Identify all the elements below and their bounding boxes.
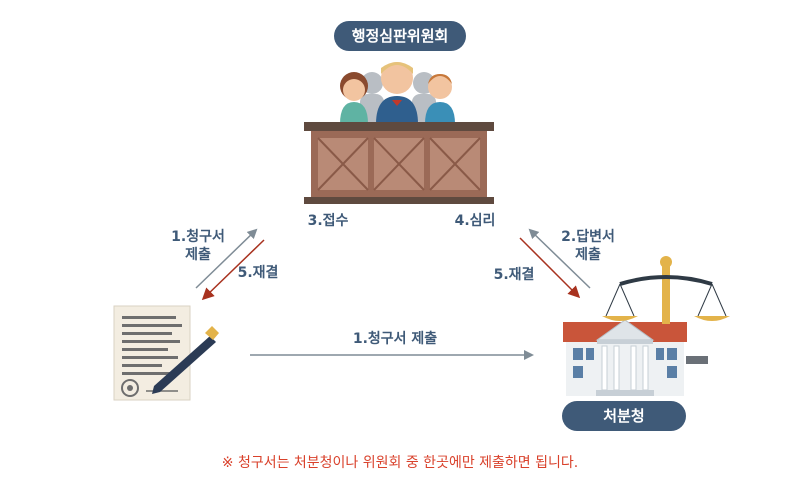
label-ruling-right: 5.재결 xyxy=(493,267,535,283)
label-submit-left-line2: 제출 xyxy=(185,247,211,263)
scales-icon xyxy=(602,256,730,324)
label-answer-line2: 제출 xyxy=(575,247,601,263)
label-receive: 3.접수 xyxy=(307,213,349,229)
arrow-submit-left xyxy=(195,228,258,289)
label-submit-left-line1: 1.청구서 xyxy=(171,229,225,245)
government-building-icon xyxy=(563,319,708,396)
agency-badge: 처분청 xyxy=(562,401,686,431)
arrow-answer-right xyxy=(528,228,591,289)
label-answer: 2.답변서 제출 xyxy=(548,228,628,264)
label-ruling-left: 5.재결 xyxy=(237,265,279,281)
label-review: 4.심리 xyxy=(454,213,496,229)
committee-members-icon xyxy=(340,62,455,124)
label-submit-middle: 1.청구서 제출 xyxy=(352,331,438,347)
arrow-ruling-right xyxy=(519,237,581,299)
committee-badge: 행정심판위원회 xyxy=(334,21,466,51)
label-answer-line1: 2.답변서 xyxy=(561,229,615,245)
document-pen-icon xyxy=(113,305,219,401)
arrow-ruling-left xyxy=(201,239,265,301)
footnote: ※ 청구서는 처분청이나 위원회 중 한곳에만 제출하면 됩니다. xyxy=(221,455,579,471)
judge-bench-icon xyxy=(304,122,494,204)
label-submit-left: 1.청구서 제출 xyxy=(160,228,236,264)
